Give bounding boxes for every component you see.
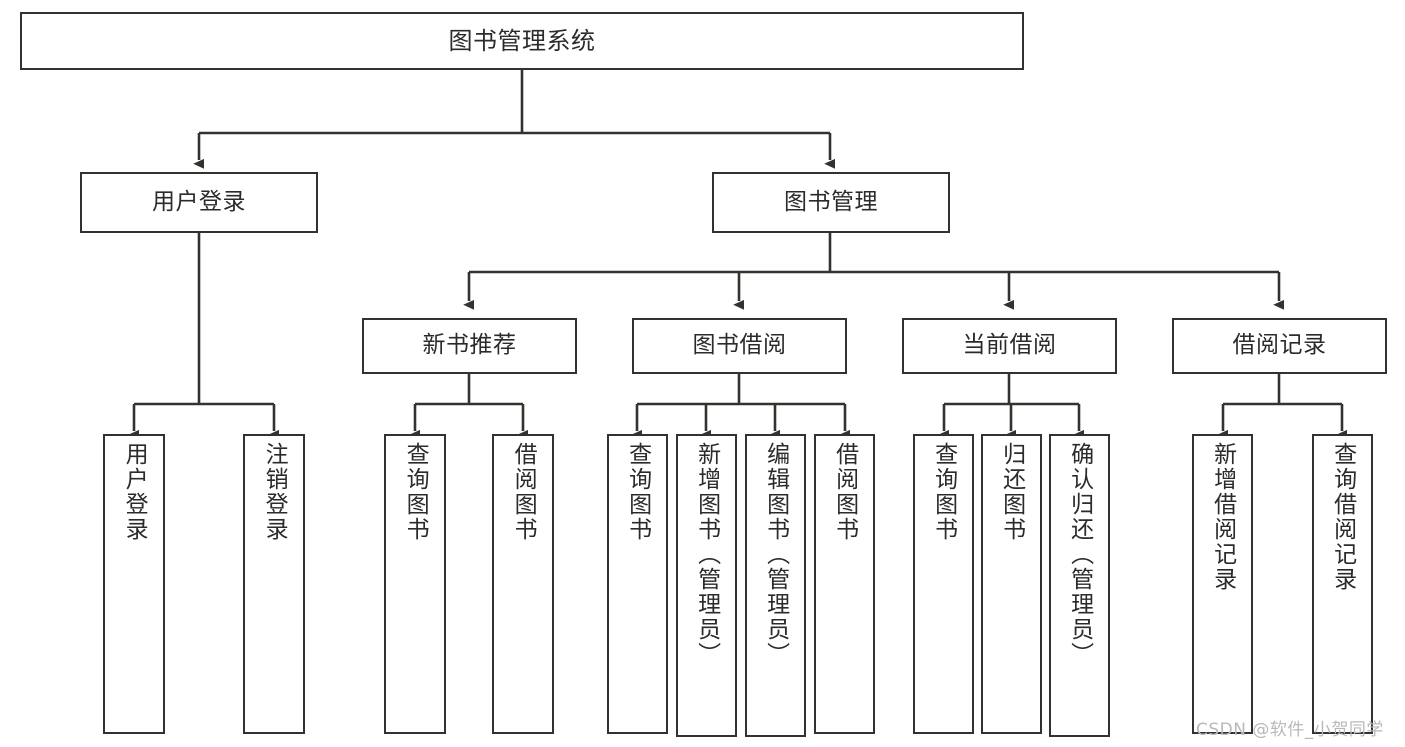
leaf-confirm-return-label: 确认归还（管理员） [1066, 442, 1093, 667]
node-user-login[interactable]: 用户登录 [80, 172, 318, 233]
node-new-book-recommend-label: 新书推荐 [422, 332, 517, 359]
node-user-login-label: 用户登录 [152, 188, 246, 215]
node-new-book-recommend[interactable]: 新书推荐 [362, 318, 577, 374]
leaf-user-login[interactable]: 用户登录 [103, 434, 165, 734]
node-borrow-record-label: 借阅记录 [1232, 332, 1327, 359]
leaf-query-book-3-label: 查询图书 [930, 442, 957, 542]
leaf-add-record[interactable]: 新增借阅记录 [1192, 434, 1253, 734]
node-current-borrow[interactable]: 当前借阅 [902, 318, 1117, 374]
leaf-query-book-1-label: 查询图书 [402, 442, 429, 542]
leaf-edit-book-label: 编辑图书（管理员） [762, 442, 789, 667]
node-book-borrow-label: 图书借阅 [692, 332, 787, 359]
leaf-edit-book[interactable]: 编辑图书（管理员） [745, 434, 806, 737]
leaf-query-record-label: 查询借阅记录 [1329, 442, 1356, 592]
leaf-query-book-3[interactable]: 查询图书 [913, 434, 974, 734]
leaf-borrow-book-1[interactable]: 借阅图书 [492, 434, 554, 734]
csdn-watermark: CSDN @软件_小贺同学 [1196, 720, 1384, 740]
leaf-add-book-label: 新增图书（管理员） [693, 442, 720, 667]
node-book-borrow[interactable]: 图书借阅 [632, 318, 847, 374]
leaf-query-book-1[interactable]: 查询图书 [384, 434, 446, 734]
leaf-add-book[interactable]: 新增图书（管理员） [676, 434, 737, 737]
leaf-user-login-label: 用户登录 [121, 442, 148, 542]
node-book-manage[interactable]: 图书管理 [712, 172, 950, 233]
leaf-logout-login[interactable]: 注销登录 [243, 434, 305, 734]
leaf-query-book-2[interactable]: 查询图书 [607, 434, 668, 734]
node-borrow-record[interactable]: 借阅记录 [1172, 318, 1387, 374]
leaf-return-book[interactable]: 归还图书 [981, 434, 1042, 734]
leaf-confirm-return[interactable]: 确认归还（管理员） [1049, 434, 1110, 737]
leaf-borrow-book-2-label: 借阅图书 [831, 442, 858, 542]
leaf-return-book-label: 归还图书 [998, 442, 1025, 542]
node-current-borrow-label: 当前借阅 [962, 332, 1057, 359]
leaf-add-record-label: 新增借阅记录 [1209, 442, 1236, 592]
leaf-query-book-2-label: 查询图书 [624, 442, 651, 542]
leaf-borrow-book-2[interactable]: 借阅图书 [814, 434, 875, 734]
node-root-label: 图书管理系统 [448, 26, 596, 55]
leaf-borrow-book-1-label: 借阅图书 [510, 442, 537, 542]
leaf-logout-login-label: 注销登录 [261, 442, 288, 542]
node-root[interactable]: 图书管理系统 [20, 12, 1024, 70]
node-book-manage-label: 图书管理 [784, 188, 878, 215]
leaf-query-record[interactable]: 查询借阅记录 [1312, 434, 1373, 734]
